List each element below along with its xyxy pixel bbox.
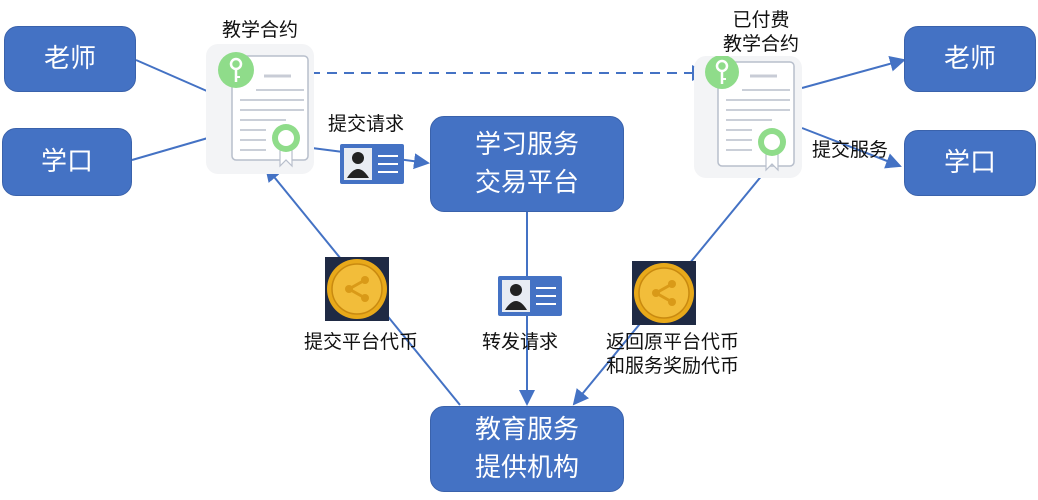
edge-paid-to-teacher (801, 55, 906, 89)
node-student-left[interactable]: 学口 (2, 128, 132, 196)
node-label-line2: 提供机构 (474, 453, 579, 483)
label-line1: 已付费 (732, 9, 790, 31)
node-teacher-right[interactable]: 老师 (904, 26, 1036, 92)
node-label: 老师 (43, 44, 96, 74)
node-label: 学口 (943, 148, 996, 178)
label-forward-request: 转发请求 (482, 331, 559, 353)
paid-contract-document-icon (694, 55, 802, 182)
label-line2: 和服务奖励代币 (606, 355, 740, 377)
forward-request-card-icon (494, 274, 564, 322)
platform-token-coin-icon (325, 257, 389, 321)
edge-paid-to-student (801, 127, 902, 169)
node-education-provider[interactable]: 教育服务 提供机构 (430, 406, 624, 492)
node-label-line1: 教育服务 (474, 415, 579, 445)
node-teacher-left[interactable]: 老师 (4, 26, 136, 92)
node-label-line2: 交易平台 (474, 168, 579, 198)
node-label: 老师 (943, 44, 996, 74)
node-label-line1: 学习服务 (474, 130, 579, 160)
label-line1: 返回原平台代币 (606, 331, 740, 353)
node-student-right[interactable]: 学口 (904, 130, 1036, 196)
label-submit-request: 提交请求 (328, 113, 405, 135)
contract-document-icon (206, 44, 314, 178)
request-card-icon (336, 142, 406, 190)
label-return-token: 返回原平台代币 和服务奖励代币 (606, 330, 739, 378)
node-learning-platform[interactable]: 学习服务 交易平台 (430, 116, 624, 212)
reward-token-coin-icon (632, 261, 696, 325)
label-line2: 教学合约 (722, 33, 799, 55)
label-submit-token: 提交平台代币 (304, 331, 419, 353)
label-contract: 教学合约 (222, 19, 299, 41)
node-label: 学口 (40, 147, 93, 177)
label-submit-service: 提交服务 (812, 139, 889, 161)
label-paid-contract: 已付费 教学合约 (716, 8, 806, 56)
